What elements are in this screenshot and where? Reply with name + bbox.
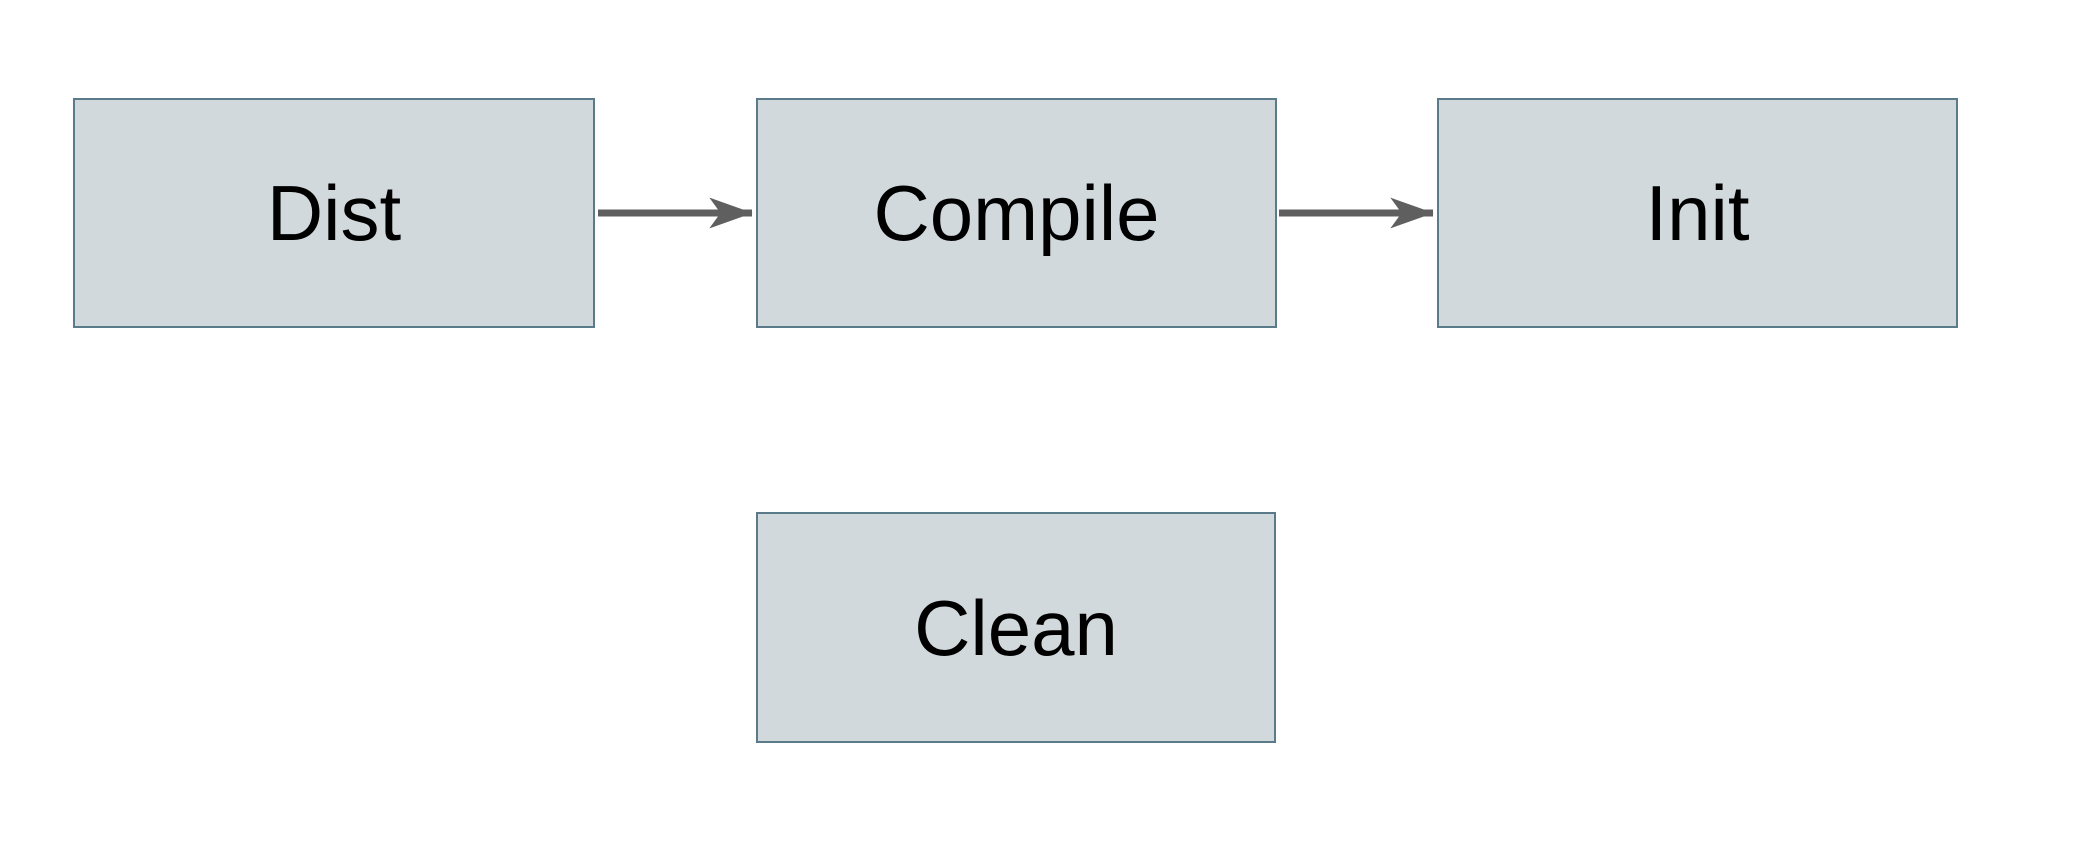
node-init: Init <box>1437 98 1958 328</box>
node-init-label: Init <box>1645 169 1750 257</box>
node-clean-label: Clean <box>914 583 1118 672</box>
node-compile-label: Compile <box>873 169 1160 257</box>
node-clean: Clean <box>756 512 1276 743</box>
node-dist: Dist <box>73 98 595 328</box>
node-dist-label: Dist <box>266 169 402 257</box>
node-compile: Compile <box>756 98 1277 328</box>
